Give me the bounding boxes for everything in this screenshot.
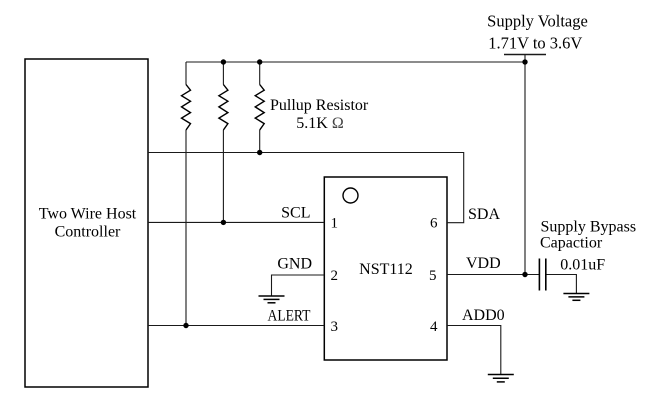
svg-text:ALERT: ALERT — [268, 308, 311, 325]
svg-text:GND: GND — [277, 256, 312, 273]
svg-text:SDA: SDA — [468, 206, 500, 223]
svg-text:6: 6 — [430, 216, 438, 232]
svg-text:SCL: SCL — [281, 205, 310, 222]
svg-text:1.71V to 3.6V: 1.71V to 3.6V — [488, 34, 582, 53]
svg-text:NST112: NST112 — [359, 261, 413, 278]
svg-text:VDD: VDD — [466, 255, 501, 272]
svg-text:Supply Bypass: Supply Bypass — [541, 219, 637, 236]
svg-text:Supply Voltage: Supply Voltage — [487, 12, 588, 31]
svg-text:ADD0: ADD0 — [462, 307, 505, 324]
svg-text:4: 4 — [430, 319, 438, 335]
svg-text:5: 5 — [429, 268, 437, 284]
svg-text:0.01uF: 0.01uF — [560, 256, 605, 273]
svg-text:Pullup Resistor: Pullup Resistor — [270, 97, 369, 114]
svg-text:2: 2 — [331, 268, 339, 284]
svg-text:Capactior: Capactior — [540, 234, 603, 251]
svg-text:5.1K Ω: 5.1K Ω — [296, 115, 344, 132]
svg-text:1: 1 — [331, 216, 339, 232]
svg-text:3: 3 — [331, 319, 339, 335]
svg-text:Two Wire Host: Two Wire Host — [39, 206, 137, 223]
svg-text:Controller: Controller — [55, 224, 121, 241]
